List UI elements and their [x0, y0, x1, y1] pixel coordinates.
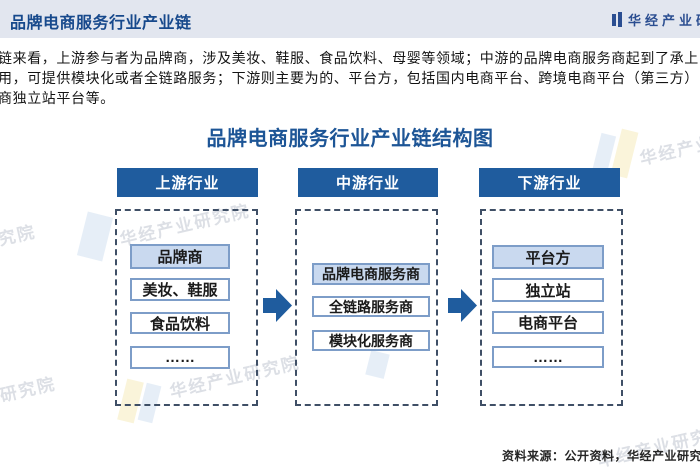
node-brand-owner: 品牌商	[130, 244, 230, 269]
watermark-text: 华经产业研究院	[0, 374, 58, 423]
source-note: 资料来源：公开资料，华经产业研究院整理	[502, 449, 700, 463]
diagram-title: 品牌电商服务行业产业链结构图	[206, 128, 494, 150]
intro-paragraph: 链来看，上游参与者为品牌商，涉及美妆、鞋服、食品饮料、母婴等领域；中游的品牌电商…	[0, 48, 699, 108]
page-title: 品牌电商服务行业产业链	[10, 15, 192, 32]
brand-name: 华经产业研究院	[628, 13, 700, 28]
node-food-beverage: 食品饮料	[130, 312, 230, 334]
top-header-bar: 品牌电商服务行业产业链 华经产业研究院	[0, 0, 700, 38]
node-platform-side: 平台方	[492, 245, 604, 269]
column-header-midstream: 中游行业	[298, 168, 438, 197]
node-full-chain-service: 全链路服务商	[312, 296, 430, 317]
node-modular-service: 模块化服务商	[312, 330, 430, 351]
watermark-text: 华经产业研究院	[0, 222, 38, 271]
node-brand-ecommerce-service: 品牌电商服务商	[312, 263, 430, 285]
watermark-logo-shape	[76, 211, 114, 262]
brand-logo: 华经产业研究院	[612, 10, 700, 29]
node-independent-site: 独立站	[492, 278, 604, 302]
flow-arrow-icon	[448, 289, 477, 322]
node-ellipsis: ……	[130, 346, 230, 369]
node-ecommerce-platform: 电商平台	[492, 311, 604, 334]
column-header-downstream: 下游行业	[479, 168, 620, 197]
downstream-container	[480, 209, 623, 406]
node-ellipsis: ……	[492, 346, 604, 368]
brand-bars-icon	[612, 12, 622, 27]
intro-line: 用，可提供模块化或者全链路服务；下游则主要为的、平台方，包括国内电商平台、跨境电…	[0, 70, 699, 86]
intro-line: 商独立站平台等。	[0, 90, 115, 106]
flow-arrow-icon	[263, 289, 292, 322]
midstream-container	[295, 209, 438, 406]
node-beauty-apparel: 美妆、鞋服	[130, 278, 230, 301]
intro-line: 链来看，上游参与者为品牌商，涉及美妆、鞋服、食品饮料、母婴等领域；中游的品牌电商…	[0, 50, 699, 66]
column-header-upstream: 上游行业	[117, 168, 258, 197]
upstream-container	[115, 209, 258, 406]
